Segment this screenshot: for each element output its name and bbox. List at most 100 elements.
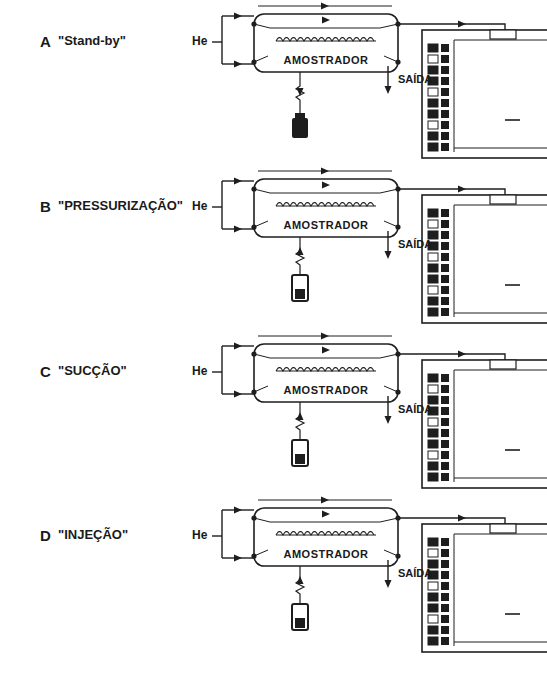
control-key — [428, 560, 438, 568]
sampler-label: AMOSTRADOR — [281, 54, 370, 68]
control-key — [441, 275, 449, 283]
flow-arrow — [458, 515, 466, 522]
control-key — [441, 121, 449, 129]
control-key — [428, 88, 438, 96]
control-key — [441, 88, 449, 96]
control-key — [441, 429, 449, 437]
control-key — [428, 110, 438, 118]
control-key — [441, 593, 449, 601]
panel-edge — [454, 40, 455, 152]
flow-arrow — [322, 17, 330, 24]
control-key — [428, 637, 438, 645]
flow-arrow — [385, 416, 392, 424]
flow-arrow — [385, 251, 392, 259]
valve-channel — [384, 221, 398, 227]
panel-mark — [505, 449, 520, 451]
control-key — [441, 440, 449, 448]
sample-loop-coil — [276, 38, 374, 41]
injector-port — [490, 360, 516, 369]
vial-liquid — [295, 454, 305, 464]
gas-chromatograph — [422, 360, 547, 488]
control-key — [428, 143, 438, 151]
flow-arrow — [234, 555, 242, 562]
injector-port — [490, 524, 516, 533]
sample-loop-coil — [276, 206, 376, 207]
sample-loop-coil — [276, 368, 374, 371]
control-key — [441, 231, 449, 239]
flow-arrow — [322, 347, 330, 354]
control-key — [441, 582, 449, 590]
outlet-label: SAÍDA — [398, 73, 432, 85]
flow-arrow — [297, 576, 304, 584]
panel-mark — [505, 119, 520, 121]
flow-arrow — [321, 333, 329, 340]
control-key — [441, 615, 449, 623]
gas-chromatograph — [422, 524, 547, 652]
control-key — [428, 220, 438, 228]
outlet-label: SAÍDA — [398, 567, 432, 579]
control-key — [441, 560, 449, 568]
vial — [292, 118, 308, 138]
sampler-box: AMOSTRADOR — [259, 46, 393, 68]
flow-arrow — [458, 21, 466, 28]
control-key — [428, 473, 438, 481]
control-key — [441, 143, 449, 151]
sampler-label: AMOSTRADOR — [281, 219, 370, 233]
control-key — [428, 396, 438, 404]
mode-name: "INJEÇÃO" — [58, 528, 128, 542]
flow-arrow — [385, 580, 392, 588]
control-key — [441, 637, 449, 645]
outlet-label: SAÍDA — [398, 403, 432, 415]
control-key — [428, 66, 438, 74]
control-key — [428, 604, 438, 612]
control-key — [428, 121, 438, 129]
gas-line — [221, 346, 222, 394]
control-key — [441, 451, 449, 459]
panel-illustration — [212, 497, 547, 653]
control-key — [441, 209, 449, 217]
control-key — [441, 55, 449, 63]
flow-arrow — [297, 88, 304, 96]
control-key — [428, 385, 438, 393]
control-key — [428, 55, 438, 63]
control-key — [428, 538, 438, 546]
control-key — [441, 99, 449, 107]
flow-arrow — [297, 247, 304, 255]
valve-channel — [384, 550, 398, 556]
mode-name: "SUCÇÃO" — [58, 364, 127, 378]
control-key — [441, 407, 449, 415]
vial — [292, 604, 308, 630]
control-key — [441, 571, 449, 579]
control-key — [441, 264, 449, 272]
sample-loop-coil — [276, 371, 376, 372]
control-key — [441, 308, 449, 316]
control-key — [428, 132, 438, 140]
control-key — [428, 264, 438, 272]
flow-arrow — [321, 497, 329, 504]
gas-line — [212, 535, 222, 536]
control-key — [441, 286, 449, 294]
control-key — [428, 209, 438, 217]
gas-label: He — [192, 200, 207, 213]
valve-channel — [254, 518, 398, 522]
gas-line — [221, 181, 222, 229]
control-key — [441, 220, 449, 228]
valve-body — [254, 14, 398, 72]
flow-arrow — [234, 178, 242, 185]
valve-body — [254, 344, 398, 402]
outlet-line — [387, 560, 388, 582]
vial-cap — [295, 113, 305, 119]
panel-edge — [454, 370, 547, 371]
flow-arrow — [234, 507, 242, 514]
valve-channel — [254, 386, 268, 392]
panel-edge — [454, 478, 547, 479]
panel-mark — [505, 284, 520, 286]
valve-channel — [254, 221, 268, 227]
flow-arrow — [234, 226, 242, 233]
flow-arrow — [458, 186, 466, 193]
gas-line — [212, 206, 222, 207]
outlet-line — [387, 66, 388, 88]
outlet-label: SAÍDA — [398, 238, 432, 250]
panel-edge — [454, 205, 455, 317]
control-key — [428, 451, 438, 459]
